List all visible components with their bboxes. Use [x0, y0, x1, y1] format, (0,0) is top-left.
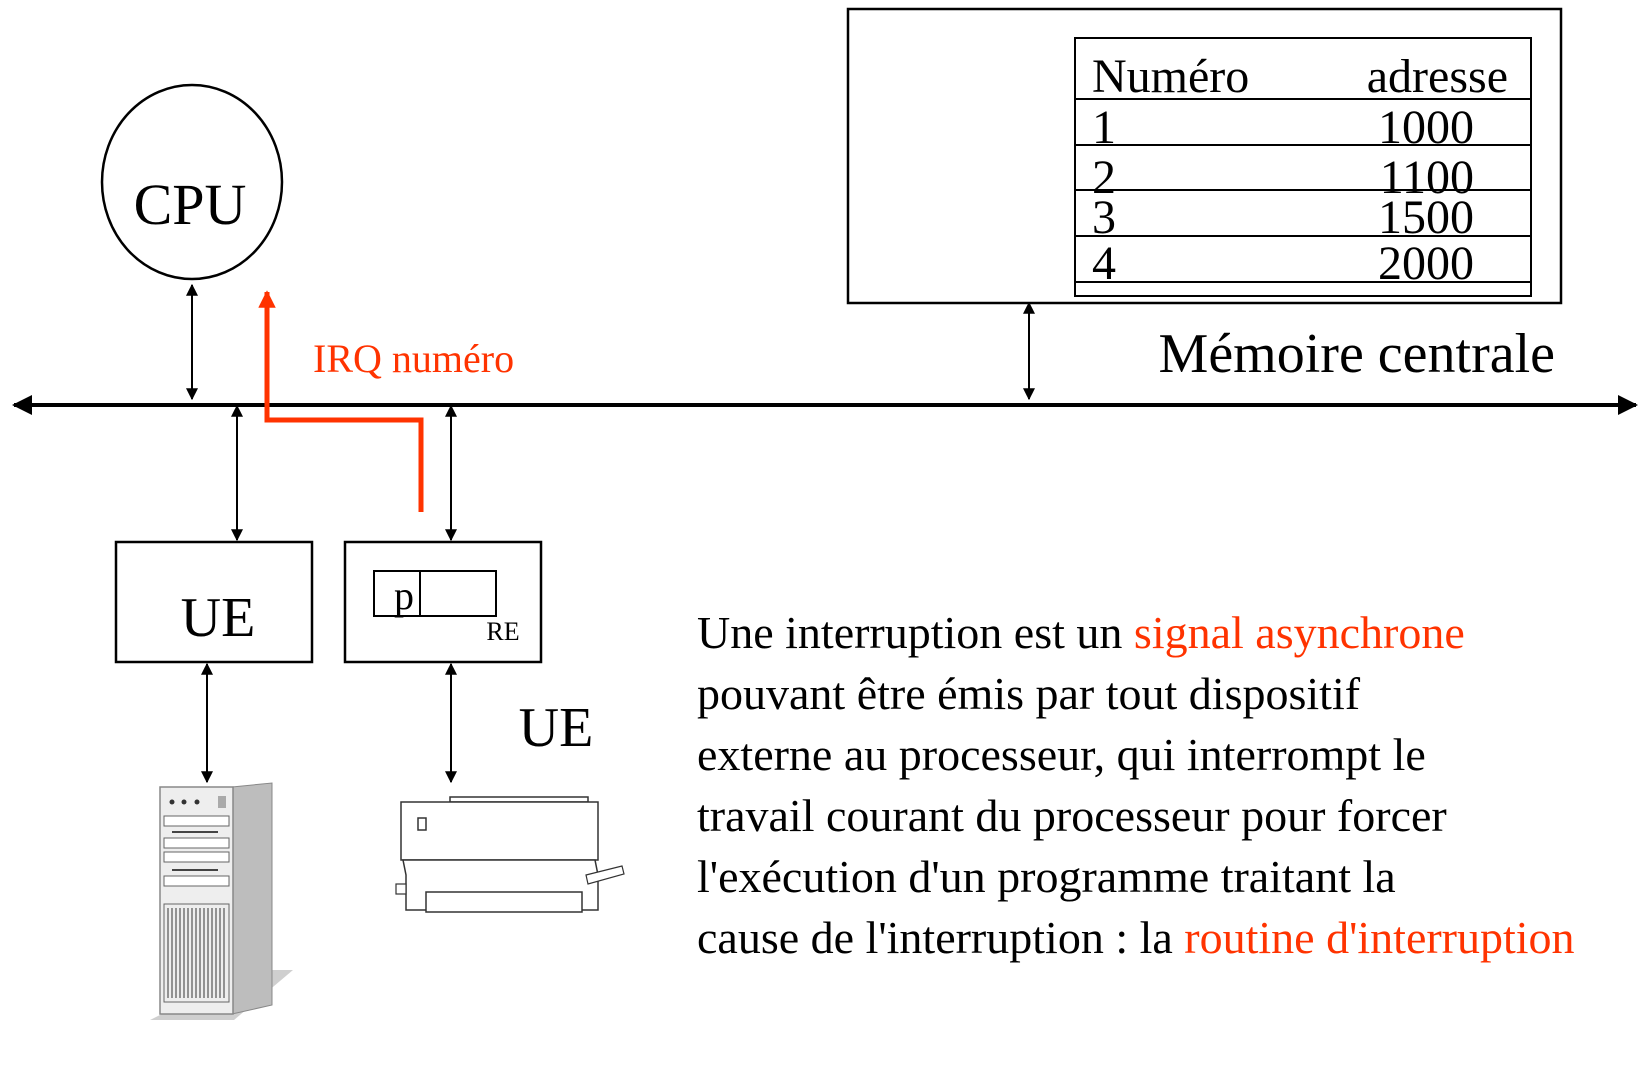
table-header-adresse: adresse: [1367, 50, 1508, 103]
memory-label: Mémoire centrale: [1159, 323, 1555, 385]
table-cell-numero: 3: [1092, 191, 1116, 244]
highlight-routine-interruption: routine d'interruption: [1184, 912, 1575, 963]
irq-signal-line: [258, 290, 424, 512]
table-cell-numero: 4: [1092, 237, 1116, 290]
ue-left-label: UE: [181, 587, 256, 649]
irq-label: IRQ numéro: [313, 336, 514, 381]
cpu-node: CPU: [100, 83, 284, 281]
table-cell-adresse: 1100: [1380, 151, 1474, 204]
table-cell-numero: 1: [1092, 101, 1116, 154]
interrupt-register: [373, 570, 497, 617]
ue-right-box: p RE: [343, 540, 543, 664]
interrupt-definition: Une interruption est un signal asynchron…: [697, 602, 1648, 968]
table-header-numero: Numéro: [1092, 50, 1249, 103]
definition-line: cause de l'interruption : la routine d'i…: [697, 912, 1575, 963]
printer-icon: [395, 796, 625, 913]
memory-central: Numéro adresse 1 1000 2 1100 3 1500 4 20…: [846, 7, 1563, 305]
table-cell-numero: 2: [1092, 151, 1116, 204]
register-re-label: RE: [486, 617, 519, 646]
definition-line: pouvant être émis par tout dispositif: [697, 668, 1361, 719]
computer-tower-icon: [150, 782, 293, 1020]
definition-line: l'exécution d'un programme traitant la: [697, 851, 1396, 902]
table-cell-adresse: 2000: [1378, 237, 1474, 290]
definition-line: externe au processeur, qui interrompt le: [697, 729, 1426, 780]
highlight-signal-asynchrone: signal asynchrone: [1133, 607, 1465, 658]
ue-right-label: UE: [519, 697, 594, 759]
cpu-label: CPU: [134, 172, 247, 237]
interrupt-vector-table: Numéro adresse 1 1000 2 1100 3 1500 4 20…: [1074, 37, 1532, 297]
register-p-label: p: [394, 573, 414, 618]
definition-line: travail courant du processeur pour force…: [697, 790, 1447, 841]
table-cell-adresse: 1500: [1378, 191, 1474, 244]
definition-line: Une interruption est un signal asynchron…: [697, 607, 1465, 658]
ue-left-box: UE: [114, 540, 314, 664]
table-cell-adresse: 1000: [1378, 101, 1474, 154]
